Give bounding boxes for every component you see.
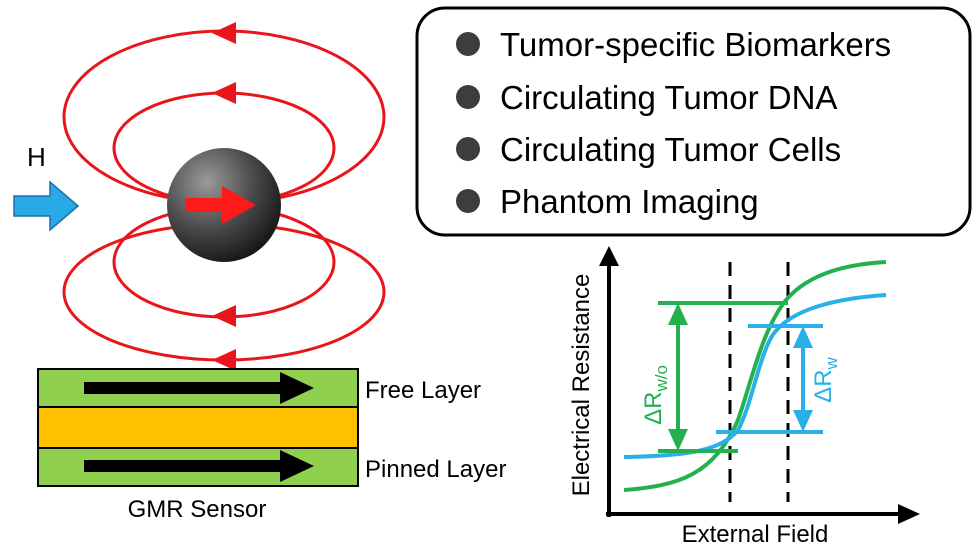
field-arrow-icon	[212, 349, 236, 371]
biomarker-box: Tumor-specific Biomarkers Circulating Tu…	[415, 6, 972, 237]
response-plot: ΔRw/o ΔRw Electrical Resistance External…	[568, 246, 920, 548]
response-curve-without	[623, 260, 887, 492]
bullet-icon	[456, 85, 480, 109]
biomarker-item: Tumor-specific Biomarkers	[500, 26, 891, 63]
delta-with-label: ΔRw	[810, 356, 841, 402]
biomarker-box-frame	[415, 6, 972, 237]
bullet-icon	[456, 32, 480, 56]
sensor-caption: GMR Sensor	[128, 496, 267, 523]
bullet-icon	[456, 189, 480, 213]
blue-arrowhead-icon	[793, 326, 813, 348]
y-axis-label: Electrical Resistance	[568, 274, 595, 497]
field-arrow-icon	[212, 82, 236, 104]
gmr-sensor-stack	[37, 368, 359, 487]
pinned-layer-label: Pinned Layer	[365, 456, 506, 483]
pinned-layer-magnetization-arrow-icon	[84, 450, 314, 482]
biomarker-item: Phantom Imaging	[500, 183, 759, 220]
x-axis-label: External Field	[682, 521, 829, 548]
free-layer-label: Free Layer	[365, 377, 481, 404]
spacer-layer	[37, 406, 359, 449]
field-line-arrowheads	[212, 22, 236, 371]
free-layer-magnetization-arrow-icon	[84, 372, 314, 404]
green-arrowhead-icon	[668, 429, 688, 451]
field-arrow-icon	[212, 22, 236, 44]
delta-without-label: ΔRw/o	[640, 365, 671, 425]
x-axis-arrow-icon	[898, 504, 920, 524]
blue-arrowhead-icon	[793, 410, 813, 432]
bullet-icon	[456, 137, 480, 161]
biomarker-item: Circulating Tumor DNA	[500, 79, 837, 116]
bead-moment-arrow-icon	[186, 186, 256, 224]
biomarker-item: Circulating Tumor Cells	[500, 131, 841, 168]
green-arrowhead-icon	[668, 303, 688, 325]
y-axis-arrow-icon	[599, 246, 619, 266]
field-label: H	[27, 142, 46, 172]
applied-field-arrow-icon	[13, 180, 80, 232]
field-arrow-icon	[212, 305, 236, 327]
